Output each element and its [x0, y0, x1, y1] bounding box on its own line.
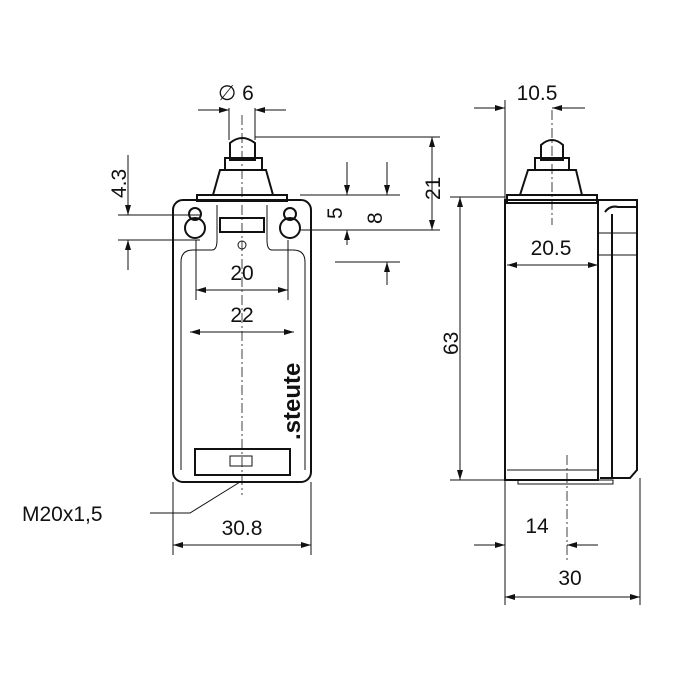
plunger — [229, 137, 256, 161]
dim-22: 22 — [230, 304, 253, 327]
plunger-cone — [211, 169, 275, 196]
dim-diameter: ∅ 6 — [218, 82, 254, 105]
mounting-hole-left — [184, 217, 206, 239]
dim-21: 21 — [422, 177, 445, 200]
dim-4-3: 4.3 — [108, 169, 131, 198]
thread-label: M20x1,5 — [22, 503, 103, 526]
dim-20-5: 20.5 — [531, 237, 572, 260]
dim-8: 8 — [364, 212, 387, 224]
cable-entry-detail — [229, 455, 253, 467]
side-plunger — [540, 139, 564, 161]
mounting-slot-right — [283, 207, 297, 221]
brand-logo: .steute — [279, 363, 306, 440]
dim-30: 30 — [558, 567, 581, 590]
dim-10-5: 10.5 — [517, 82, 558, 105]
cover-outline — [180, 205, 306, 470]
cable-entry — [194, 448, 291, 476]
side-bottom-plate — [517, 479, 614, 485]
front-view: .steute ∅ 6 21 8 5 4.3 20 22 30.8 M20x1,… — [22, 82, 445, 555]
mounting-hole-right — [279, 217, 301, 239]
side-cover — [598, 199, 638, 479]
dim-14: 14 — [525, 515, 549, 538]
dim-5: 5 — [324, 207, 347, 219]
dim-20: 20 — [230, 262, 253, 285]
side-view: 10.5 20.5 63 14 30 — [440, 82, 641, 605]
mounting-slot-left — [188, 207, 202, 221]
side-plunger-cone — [518, 169, 584, 196]
dim-63: 63 — [440, 332, 463, 355]
dim-30-8: 30.8 — [222, 517, 263, 540]
